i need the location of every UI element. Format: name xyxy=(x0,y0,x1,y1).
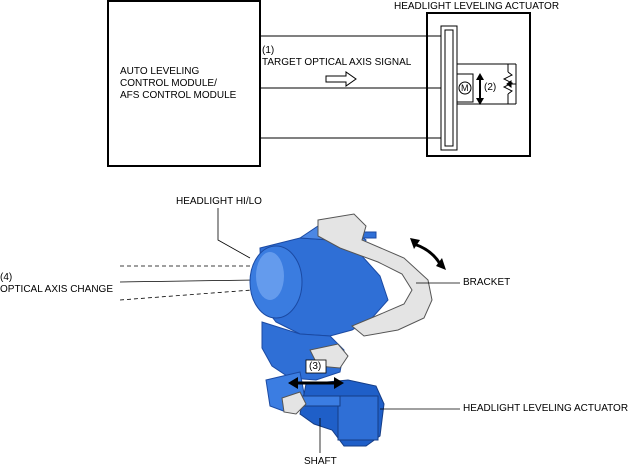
shaft-move-number: (3) xyxy=(309,361,322,372)
signal-arrow-icon xyxy=(325,71,357,87)
optical-change-number: (4) xyxy=(0,272,13,283)
signal-wires xyxy=(260,35,444,139)
headlight-assembly xyxy=(249,225,389,447)
control-module-box xyxy=(107,0,261,167)
motor-symbol: M xyxy=(461,83,469,93)
actuator-box-title: HEADLIGHT LEVELING ACTUATOR xyxy=(394,1,560,12)
shaft-number-box xyxy=(305,359,327,374)
bracket xyxy=(317,213,433,337)
bracket-rotation-arrow-icon xyxy=(410,238,446,270)
bracket-label: BRACKET xyxy=(463,277,511,288)
signal-label: TARGET OPTICAL AXIS SIGNAL xyxy=(262,57,412,68)
optical-axis-beams xyxy=(119,265,257,301)
leader-lines xyxy=(217,208,460,453)
signal-number: (1) xyxy=(262,45,275,56)
module-label-line1: AUTO LEVELING xyxy=(120,66,200,77)
module-label-line2: CONTROL MODULE/ xyxy=(120,78,217,89)
motor-travel-arrow-icon xyxy=(476,73,484,105)
shaft-travel-arrow-icon xyxy=(288,377,344,389)
pot-number: (2) xyxy=(484,82,497,93)
module-label-line3: AFS CONTROL MODULE xyxy=(120,90,237,101)
actuator-label: HEADLIGHT LEVELING ACTUATOR xyxy=(463,403,629,414)
actuator-rails xyxy=(440,25,458,151)
headlight-label: HEADLIGHT HI/LO xyxy=(176,196,262,207)
motor-icon xyxy=(458,81,472,95)
shaft-label: SHAFT xyxy=(304,456,337,467)
optical-change-label: OPTICAL AXIS CHANGE xyxy=(0,284,113,295)
